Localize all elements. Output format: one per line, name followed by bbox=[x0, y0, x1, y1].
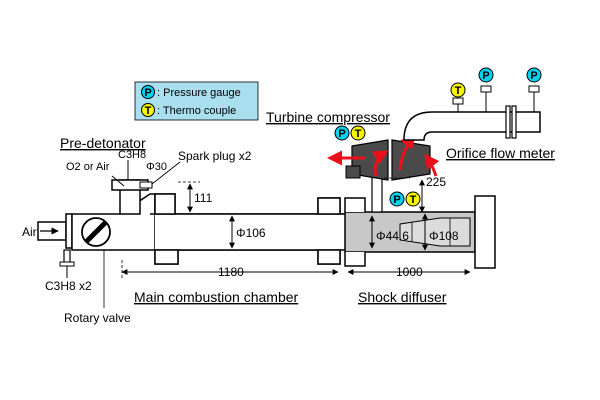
orifice-flow-meter: T P P Orifice flow meter bbox=[403, 67, 555, 161]
spark-plug-label: Spark plug x2 bbox=[178, 149, 252, 163]
diffuser-end-cap bbox=[474, 195, 496, 269]
flowmeter-pressure-gauge-1-text: P bbox=[482, 70, 489, 82]
compressor-inflow-arrow bbox=[424, 153, 440, 177]
legend: P : Pressure gauge T : Thermo couple bbox=[134, 81, 259, 121]
turbine-left-body bbox=[351, 139, 389, 181]
shock-diffuser: Φ44.6 Φ108 1000 Shock diffuser bbox=[344, 195, 496, 305]
legend-pressure-label: : Pressure gauge bbox=[157, 87, 241, 99]
main-combustion-chamber-label: Main combustion chamber bbox=[134, 289, 299, 305]
compressor-right-body bbox=[391, 139, 431, 181]
o2-air-line bbox=[111, 175, 125, 187]
turbine-pressure-gauge-text: P bbox=[338, 128, 345, 140]
legend-thermo-label: : Thermo couple bbox=[157, 105, 236, 117]
rotary-valve-label: Rotary valve bbox=[64, 311, 131, 325]
c3h8-injector-cap bbox=[59, 261, 75, 267]
chamber-lower-wall bbox=[154, 249, 341, 265]
tap-p2-fitting bbox=[528, 85, 540, 93]
flow-meter-pipe bbox=[403, 111, 541, 141]
chamber-flange-bottom-left bbox=[154, 249, 179, 265]
feed-pressure-gauge-text: P bbox=[393, 194, 400, 206]
chamber-flange-top-right bbox=[317, 197, 341, 215]
dim-225-label: 225 bbox=[426, 175, 446, 189]
phi108-label: Φ108 bbox=[429, 229, 459, 243]
c3h8-top-label: C3H8 bbox=[118, 149, 146, 161]
feed-thermo-text: T bbox=[410, 194, 417, 206]
legend-thermo-badge: T bbox=[145, 105, 152, 117]
phi106-label: Φ106 bbox=[236, 226, 266, 240]
orifice-flow-meter-label: Orifice flow meter bbox=[446, 145, 555, 161]
pressure-gauge-icon bbox=[141, 85, 155, 99]
pre-detonator: Pre-detonator O2 or Air C3H8 Φ30 Spark p… bbox=[60, 135, 252, 215]
c3h8-x2-label: C3H8 x2 bbox=[45, 279, 92, 293]
chamber-flange-bottom-right bbox=[317, 249, 341, 265]
turbine-left-base bbox=[345, 165, 361, 179]
rotary-valve-blade bbox=[84, 220, 108, 244]
flowmeter-thermo-text: T bbox=[455, 85, 462, 97]
turbine-feed-pipe bbox=[371, 175, 383, 213]
valve-housing bbox=[71, 193, 156, 251]
phi44-6-label: Φ44.6 bbox=[376, 229, 409, 243]
flowmeter-thermo-icon bbox=[450, 82, 466, 98]
dim-1000-label: 1000 bbox=[396, 265, 423, 279]
turbine-pressure-gauge-icon bbox=[334, 125, 350, 141]
orifice-flange-right bbox=[511, 105, 517, 139]
legend-box bbox=[134, 81, 259, 121]
diffuser-flange-top bbox=[344, 197, 366, 212]
flowmeter-pressure-gauge-2-text: P bbox=[530, 70, 537, 82]
phi30-label: Φ30 bbox=[146, 161, 167, 173]
flowmeter-pressure-gauge-2-icon bbox=[526, 67, 542, 83]
air-label: Air bbox=[22, 225, 37, 239]
shock-diffuser-label: Shock diffuser bbox=[358, 289, 447, 305]
orifice-flange-left bbox=[505, 105, 511, 139]
o2-or-air-label: O2 or Air bbox=[66, 161, 110, 173]
spark-plug-leader bbox=[151, 161, 181, 185]
chamber-bore bbox=[155, 214, 345, 250]
diffuser-flange-bottom bbox=[344, 252, 366, 267]
chamber-flange-top-left bbox=[154, 193, 176, 215]
main-combustion-chamber: 111 Φ106 1180 Main combustion chamber bbox=[121, 181, 345, 305]
thermo-couple-icon bbox=[141, 103, 155, 117]
dim-111-label: 111 bbox=[194, 191, 213, 205]
turbine-flow-arrow bbox=[371, 150, 389, 177]
chamber-upper-wall bbox=[150, 193, 345, 215]
tap-t-fitting bbox=[452, 97, 464, 105]
legend-pressure-badge: P bbox=[144, 87, 151, 99]
inlet-flange bbox=[65, 213, 73, 249]
diffuser-cone bbox=[399, 217, 471, 247]
pre-detonator-label: Pre-detonator bbox=[60, 135, 146, 151]
feed-pressure-gauge-icon bbox=[389, 191, 405, 207]
dim-1180-label: 1180 bbox=[218, 265, 244, 279]
turbine-thermo-icon bbox=[350, 125, 366, 141]
tap-p1-fitting bbox=[480, 85, 492, 93]
turbine-thermo-text: T bbox=[355, 128, 362, 140]
spark-plug bbox=[139, 181, 153, 189]
turbine-compressor-label: Turbine compressor bbox=[266, 109, 390, 125]
flowmeter-pressure-gauge-1-icon bbox=[478, 67, 494, 83]
